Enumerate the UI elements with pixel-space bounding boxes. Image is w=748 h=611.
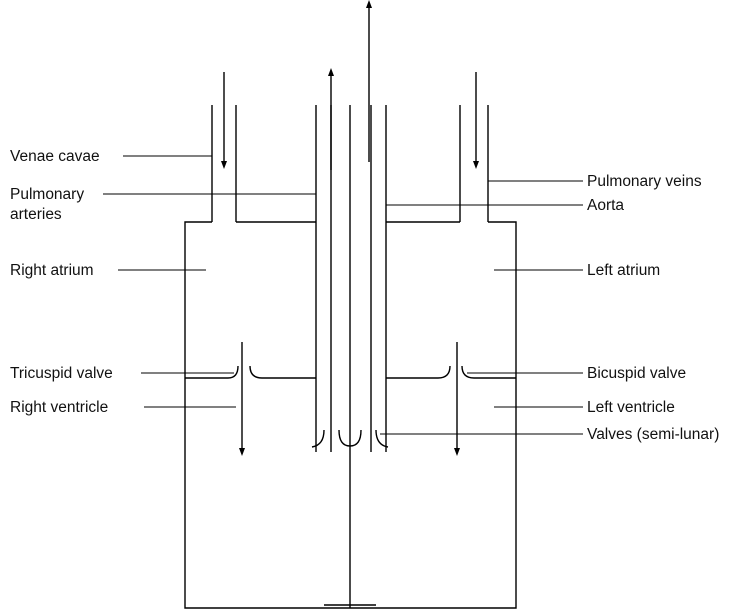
label-pulmonary-veins: Pulmonary veins: [587, 173, 702, 190]
label-left-atrium: Left atrium: [587, 262, 660, 279]
label-left-ventricle: Left ventricle: [587, 399, 675, 416]
label-right-atrium: Right atrium: [10, 262, 94, 279]
bicuspid-valve-right-flap: [462, 366, 516, 378]
tricuspid-valve-right-flap: [250, 366, 316, 378]
label-pulmonary-arteries-line2: arteries: [10, 206, 62, 223]
label-bicuspid-valve: Bicuspid valve: [587, 365, 686, 382]
tricuspid-valve-left-flap: [185, 366, 238, 378]
label-pulmonary-arteries-line1: Pulmonary: [10, 186, 84, 203]
label-venae-cavae: Venae cavae: [10, 148, 100, 165]
label-right-ventricle: Right ventricle: [10, 399, 108, 416]
label-valves-semilunar: Valves (semi-lunar): [587, 426, 719, 443]
bicuspid-valve-left-flap: [386, 366, 450, 378]
label-aorta: Aorta: [587, 197, 624, 214]
label-tricuspid-valve: Tricuspid valve: [10, 365, 113, 382]
semilunar-valve-pulmonary: [312, 430, 324, 447]
